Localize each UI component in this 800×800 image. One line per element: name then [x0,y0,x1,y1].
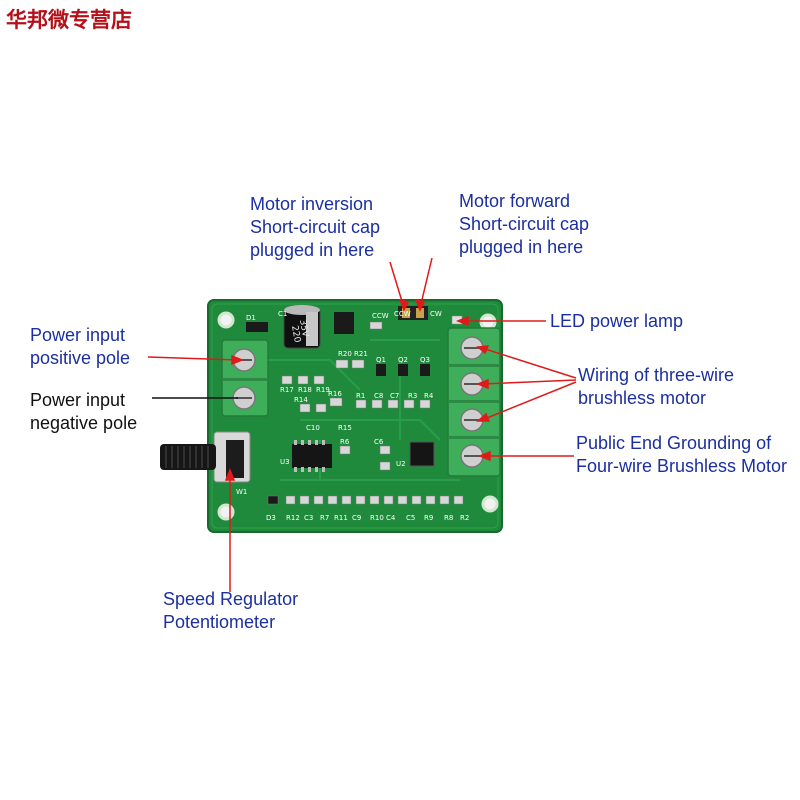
svg-text:R9: R9 [424,514,433,522]
svg-text:R7: R7 [320,514,329,522]
svg-text:C1: C1 [278,310,287,318]
power-terminal-block [221,339,269,417]
svg-text:C10: C10 [306,424,320,432]
svg-text:U2: U2 [396,460,406,468]
svg-text:R6: R6 [340,438,350,446]
svg-text:R16: R16 [328,390,342,398]
svg-text:C4: C4 [386,514,396,522]
power-positive-label: Power input positive pole [30,325,131,368]
svg-text:R11: R11 [334,514,348,522]
four-wire-ground-label: Public End Grounding of Four-wire Brushl… [576,433,788,476]
annotation-arrows [147,257,577,592]
svg-text:R18: R18 [298,386,312,394]
pcb-board [207,299,503,533]
electrolytic-capacitor: 220 35V [283,305,321,349]
motor-inversion-label: Motor inversion Short-circuit cap plugge… [250,194,381,260]
svg-text:CW: CW [430,310,442,318]
svg-text:R3: R3 [408,392,417,400]
svg-text:R4: R4 [424,392,434,400]
svg-text:Q2: Q2 [398,356,408,364]
svg-text:D1: D1 [246,314,256,322]
svg-text:R21: R21 [354,350,368,358]
svg-text:C7: C7 [390,392,399,400]
mounting-holes [217,311,499,521]
svg-text:R14: R14 [294,396,308,404]
capacitor-voltage: 35V [297,319,310,339]
svg-text:Q3: Q3 [420,356,430,364]
svg-text:C5: C5 [406,514,415,522]
svg-text:R19: R19 [316,386,330,394]
led-power-lamp-label: LED power lamp [550,311,684,331]
bottom-smd-row [267,495,464,505]
svg-text:R15: R15 [338,424,352,432]
svg-text:U3: U3 [280,458,290,466]
svg-text:CCW: CCW [394,310,411,318]
svg-text:R8: R8 [444,514,453,522]
svg-text:R2: R2 [460,514,469,522]
svg-text:W1: W1 [236,488,247,496]
capacitor-value: 220 [289,325,302,344]
svg-text:R10: R10 [370,514,384,522]
motor-forward-label: Motor forward Short-circuit cap plugged … [459,191,590,257]
svg-text:C6: C6 [374,438,384,446]
svg-text:CCW: CCW [372,312,389,320]
transistors [376,364,430,376]
svg-text:R1: R1 [356,392,365,400]
motor-terminal-block [447,327,501,477]
power-negative-label: Power input negative pole [30,390,138,433]
svg-text:D3: D3 [266,514,276,522]
svg-text:C3: C3 [304,514,313,522]
speed-potentiometer [160,431,251,483]
svg-text:R20: R20 [338,350,352,358]
smd-parts [281,321,431,471]
svg-text:R17: R17 [280,386,294,394]
three-wire-label: Wiring of three-wire brushless motor [578,365,735,408]
svg-text:C8: C8 [374,392,383,400]
transistor-top [334,312,354,334]
silkscreen-labels: D1 C1 CCW CCW CW R20 R21 Q1 Q2 Q3 R17 R1… [236,310,469,522]
diode-d1 [246,322,268,332]
speed-regulator-label: Speed Regulator Potentiometer [163,589,299,632]
store-watermark: 华邦微专营店 [6,7,132,32]
ic-u2 [409,441,435,467]
svg-text:Q1: Q1 [376,356,386,364]
svg-text:C9: C9 [352,514,361,522]
ic-u3 [292,440,332,472]
svg-text:R12: R12 [286,514,300,522]
